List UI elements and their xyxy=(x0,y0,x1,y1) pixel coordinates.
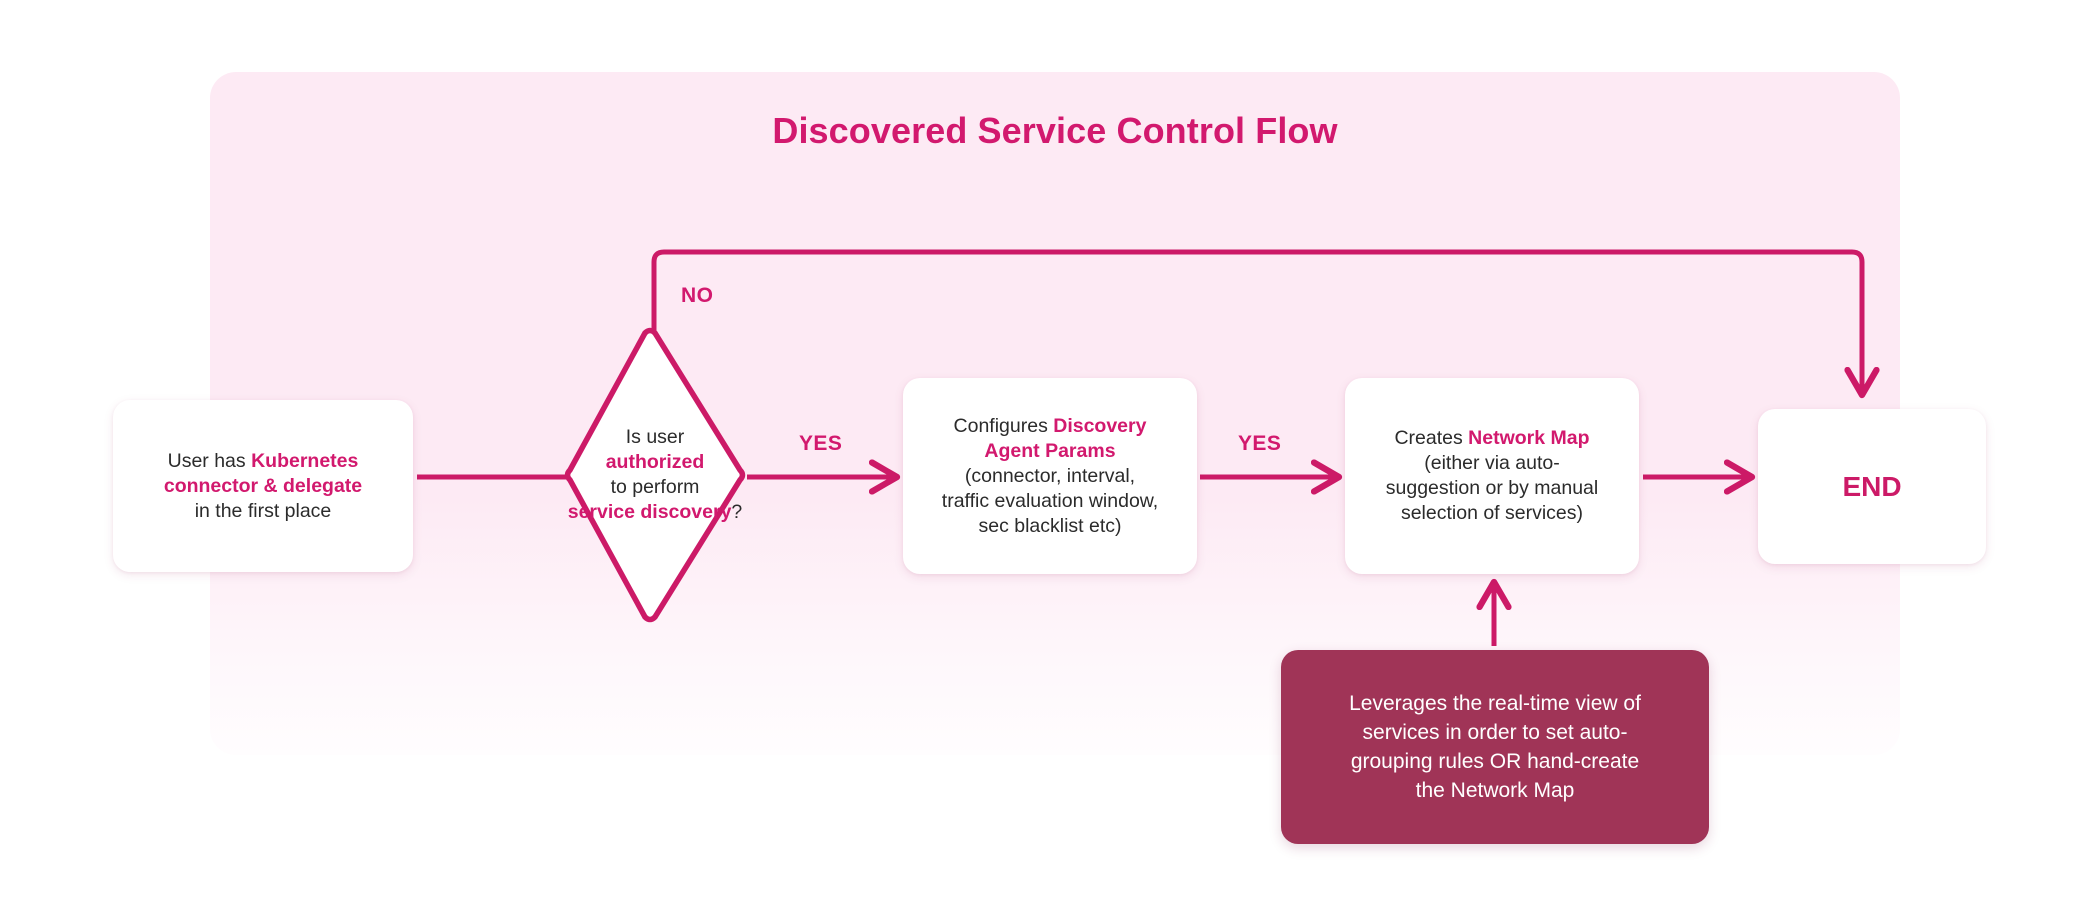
node-netmap-label: Creates Network Map(either via auto-sugg… xyxy=(1385,427,1599,524)
edge-label-no: NO xyxy=(681,284,714,307)
node-creates-network-map[interactable]: Creates Network Map(either via auto-sugg… xyxy=(1345,378,1639,574)
edge-label-yes-2: YES xyxy=(1238,432,1282,455)
page-title: Discovered Service Control Flow xyxy=(772,110,1338,151)
node-end-label: END xyxy=(1842,470,1902,502)
edge-label-yes-1: YES xyxy=(799,432,843,455)
decision-diamond-shape xyxy=(564,327,746,623)
node-end-terminator[interactable]: END xyxy=(1758,409,1986,564)
